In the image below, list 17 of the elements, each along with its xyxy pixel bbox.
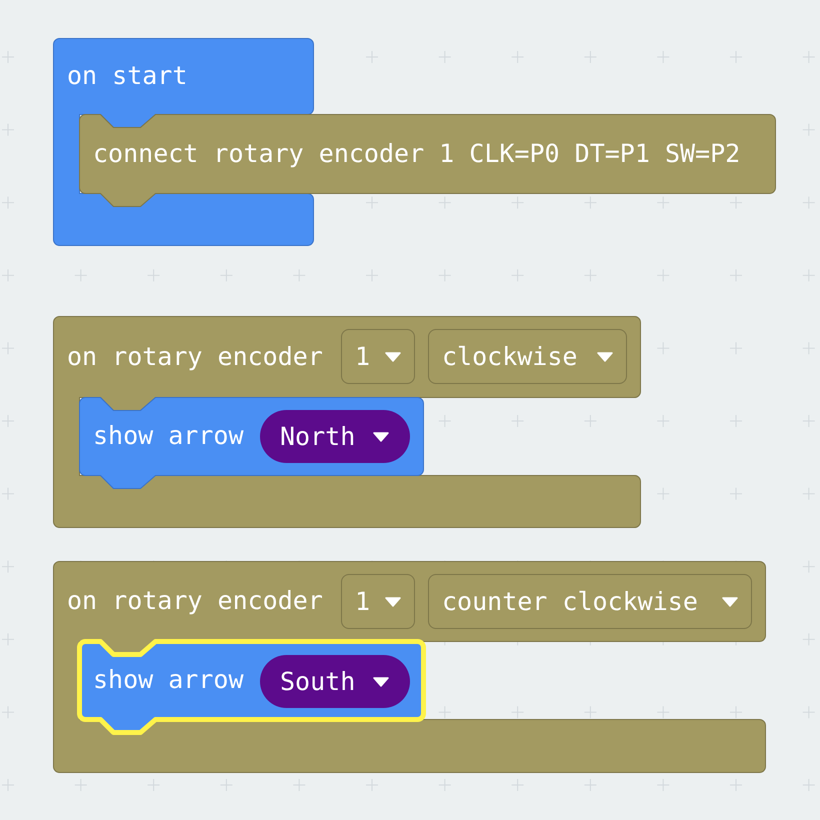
direction-dropdown: South (260, 655, 410, 708)
dropdown-field: counter clockwise (428, 574, 752, 629)
block-label: connect rotary encoder 1 CLK=P0 DT=P1 SW=P2 (93, 138, 740, 168)
event-block (52, 316, 640, 528)
block-label: on rotary encoder (67, 342, 323, 372)
block-label: on start (67, 61, 188, 91)
block-label: show arrow (93, 421, 244, 451)
statement-block (78, 396, 424, 488)
dropdown-field: 1 (341, 329, 415, 384)
event-block (52, 38, 314, 246)
block-label: show arrow (93, 665, 244, 695)
block-label: on rotary encoder (67, 586, 323, 616)
direction-dropdown: North (260, 410, 410, 463)
statement-block (78, 114, 776, 206)
dropdown-field: clockwise (428, 329, 627, 384)
dropdown-field: 1 (341, 574, 415, 629)
event-block (52, 560, 766, 772)
